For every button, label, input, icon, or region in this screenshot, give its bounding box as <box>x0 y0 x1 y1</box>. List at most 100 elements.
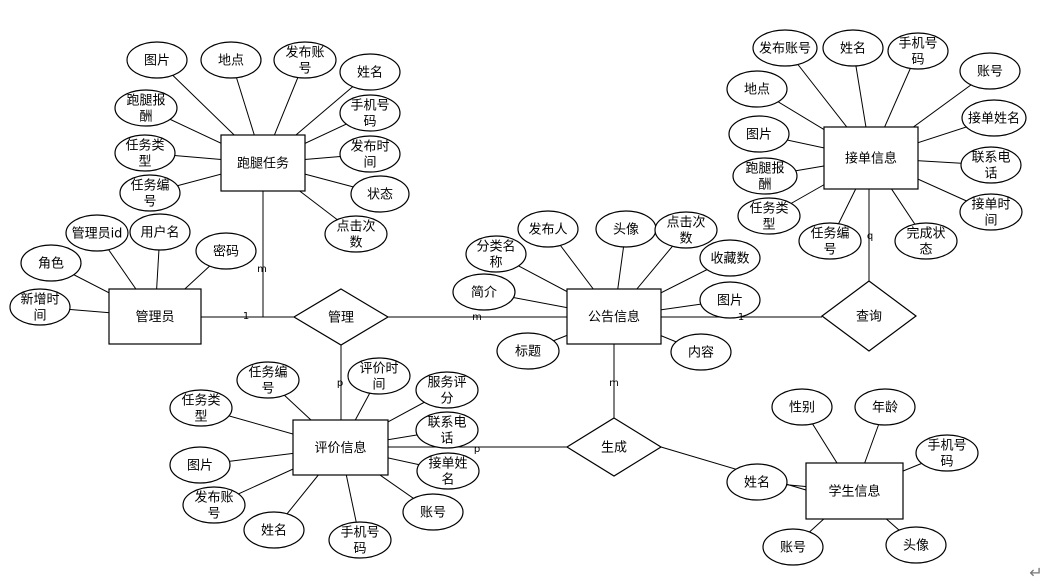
relationship-manage <box>292 288 390 346</box>
attribute-ellipse <box>737 197 801 235</box>
entity-label: 评价信息 <box>314 440 366 456</box>
entity-errand_task <box>220 134 306 192</box>
attribute-label: 任务类型 <box>749 201 788 233</box>
attribute-ellipse <box>699 239 761 277</box>
attribute-label: 状态 <box>367 188 393 203</box>
attribute-label: 任务编号 <box>130 178 169 210</box>
attribute-ellipse <box>243 511 305 549</box>
entity-order <box>823 126 919 190</box>
cardinality-label: 1 <box>738 312 744 323</box>
attribute-label: 服务评分 <box>427 375 466 407</box>
attribute-ellipse <box>169 389 233 427</box>
attribute-ellipse <box>9 288 71 326</box>
attribute-ellipse <box>732 157 798 195</box>
attribute-ellipse <box>496 332 560 370</box>
entity-student <box>805 462 904 520</box>
attribute-label: 评价时间 <box>359 362 398 393</box>
attribute-ellipse <box>726 70 788 108</box>
relationship-label: 管理 <box>328 311 354 326</box>
attribute-ellipse <box>324 215 388 253</box>
attribute-label: 发布账号 <box>759 41 811 57</box>
attribute-label: 手机号码 <box>898 37 937 68</box>
attribute-label: 用户名 <box>140 225 179 241</box>
attribute-label: 图片 <box>187 459 213 474</box>
attribute-ellipse <box>114 134 176 172</box>
attribute-label: 地点 <box>218 54 244 69</box>
attribute-label: 性别 <box>789 401 815 416</box>
attribute-label: 地点 <box>744 83 770 98</box>
attribute-ellipse <box>415 371 479 409</box>
attribute-label: 发布人 <box>528 222 567 238</box>
attribute-label: 手机号码 <box>927 439 966 470</box>
attribute-label: 手机号码 <box>340 526 379 557</box>
relationship-generate <box>565 417 663 477</box>
cardinality-label: m <box>257 264 267 275</box>
attribute-ellipse <box>129 213 191 251</box>
attribute-ellipse <box>465 235 527 273</box>
attribute-ellipse <box>114 89 178 127</box>
relationship-label: 生成 <box>601 441 627 456</box>
attribute-ellipse <box>415 411 479 449</box>
attribute-ellipse <box>347 357 411 395</box>
attribute-ellipse <box>126 41 188 79</box>
entity-label: 公告信息 <box>588 309 640 325</box>
attribute-label: 点击次数 <box>666 215 705 247</box>
attribute-ellipse <box>752 29 818 67</box>
attribute-label: 姓名 <box>357 65 383 81</box>
attribute-ellipse <box>273 41 337 79</box>
attribute-ellipse <box>670 333 732 371</box>
attribute-ellipse <box>960 146 1022 184</box>
return-mark-icon: ↵ <box>1029 563 1042 581</box>
attribute-label: 姓名 <box>744 475 770 491</box>
attribute-ellipse <box>762 528 824 566</box>
attribute-ellipse <box>887 32 949 70</box>
attribute-ellipse <box>169 446 231 484</box>
attribute-ellipse <box>339 94 401 132</box>
attribute-label: 跑腿报酬 <box>745 162 784 193</box>
cardinality-label: m <box>472 312 482 323</box>
attribute-label: 密码 <box>213 244 239 260</box>
attribute-ellipse <box>771 388 833 426</box>
attribute-label: 完成状态 <box>906 227 945 258</box>
attribute-label: 任务类型 <box>125 138 164 170</box>
attribute-label: 账号 <box>780 541 806 556</box>
attribute-label: 姓名 <box>261 523 287 539</box>
attribute-ellipse <box>894 222 958 260</box>
attribute-ellipse <box>200 41 262 79</box>
entity-label: 管理员 <box>135 310 174 325</box>
attribute-ellipse <box>961 99 1027 137</box>
entity-admin <box>108 288 202 345</box>
attribute-label: 点击次数 <box>336 219 375 251</box>
attribute-label: 图片 <box>746 128 772 143</box>
attribute-ellipse <box>339 53 401 91</box>
attribute-label: 任务类型 <box>181 393 220 425</box>
attribute-label: 接单姓名 <box>968 111 1020 127</box>
attribute-ellipse <box>452 273 516 311</box>
attribute-ellipse <box>119 174 181 212</box>
attribute-ellipse <box>517 210 579 248</box>
attribute-label: 分类名称 <box>476 239 515 271</box>
attribute-label: 账号 <box>977 65 1003 80</box>
attribute-ellipse <box>959 52 1021 90</box>
cardinality-label: 1 <box>243 311 249 322</box>
entity-label: 跑腿任务 <box>237 156 289 172</box>
attribute-ellipse <box>195 232 257 270</box>
attribute-ellipse <box>798 222 862 260</box>
attribute-label: 联系电话 <box>427 416 466 447</box>
attribute-label: 简介 <box>471 285 497 301</box>
attribute-label: 发布时间 <box>350 139 389 171</box>
attribute-ellipse <box>65 214 129 252</box>
attribute-label: 管理员id <box>72 227 123 242</box>
relationship-label: 查询 <box>856 310 882 325</box>
entity-review <box>292 419 389 476</box>
entity-label: 学生信息 <box>828 484 880 500</box>
attribute-label: 任务编号 <box>248 365 287 397</box>
attribute-ellipse <box>726 463 788 501</box>
attribute-ellipse <box>339 135 401 173</box>
relationship-query <box>820 280 918 352</box>
attribute-label: 发布账号 <box>285 45 324 77</box>
attribute-ellipse <box>402 493 464 531</box>
attribute-ellipse <box>728 115 790 153</box>
entity-label: 接单信息 <box>845 151 897 167</box>
attribute-ellipse <box>350 175 410 213</box>
